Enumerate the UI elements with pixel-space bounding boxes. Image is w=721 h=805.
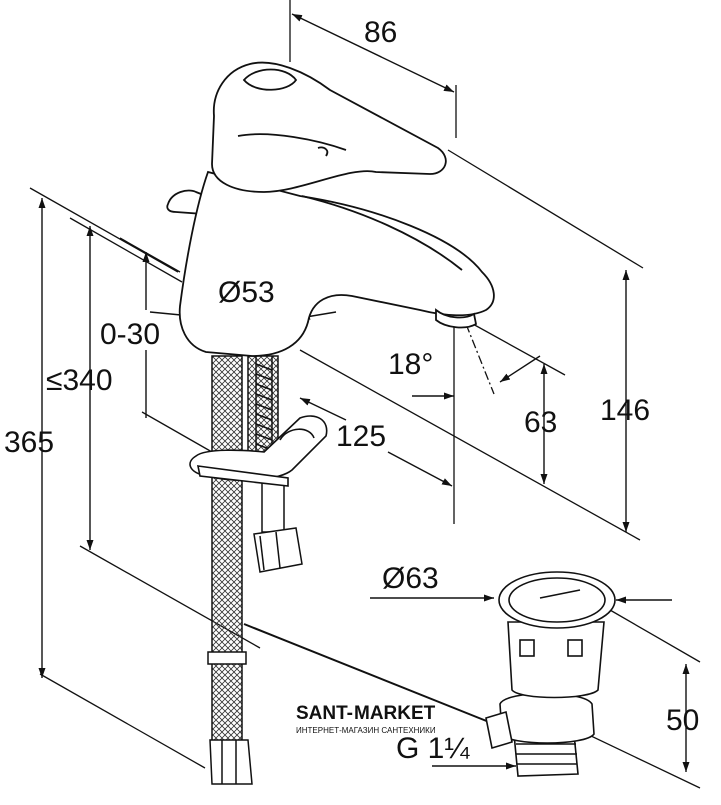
label-base-diameter: Ø53 [218,276,275,309]
hose-right-lower [261,481,285,533]
label-total-height: 365 [4,426,54,459]
faucet-body [166,61,495,357]
drain-basket [507,621,605,699]
hose-left [211,355,243,761]
label-hose-length: ≤340 [46,364,113,397]
hex-nut-left [209,739,253,785]
rod-connector [485,710,513,750]
label-handle-reach: 86 [364,16,397,49]
dim-125-line-upper [299,397,347,421]
supply-hoses [207,355,303,785]
dimension-labels: 86 Ø53 0-30 ≤340 365 18° 125 63 146 Ø63 … [4,16,699,765]
lever-handle [211,61,447,193]
mounting-bracket [189,415,328,487]
shop-watermark: SANT- MARKET ИНТЕРНЕТ-МАГАЗИН САНТЕХНИКИ [296,703,436,735]
drain-assembly [485,571,616,777]
label-drain-thread: G 1¼ [396,732,470,765]
spout-axis [465,323,495,395]
label-deck-thickness: 0-30 [100,318,160,351]
dimension-arrows [38,13,690,772]
dim-86-line [291,13,455,93]
label-spout-height: 63 [524,406,557,439]
label-faucet-height: 146 [600,394,650,427]
watermark-subtitle: ИНТЕРНЕТ-МАГАЗИН САНТЕХНИКИ [296,726,436,735]
body-main [178,170,495,357]
label-drain-diameter: Ø63 [382,562,439,595]
watermark-brand-suffix: MARKET [354,703,436,724]
label-spout-angle: 18° [388,348,433,381]
hose-ferrule [207,651,247,665]
spout-tip [435,308,478,329]
popup-rod [243,623,495,725]
drain-window-right [567,639,583,657]
watermark-brand-prefix: SANT- [296,703,353,724]
dim-125-line-lower [387,451,453,487]
label-drain-height: 50 [666,704,699,737]
drain-nut [499,692,595,744]
drain-window-left [519,639,535,657]
label-spout-reach: 125 [336,420,386,453]
dim-18-angle-arrow [499,355,541,383]
extension-lines [29,0,701,789]
